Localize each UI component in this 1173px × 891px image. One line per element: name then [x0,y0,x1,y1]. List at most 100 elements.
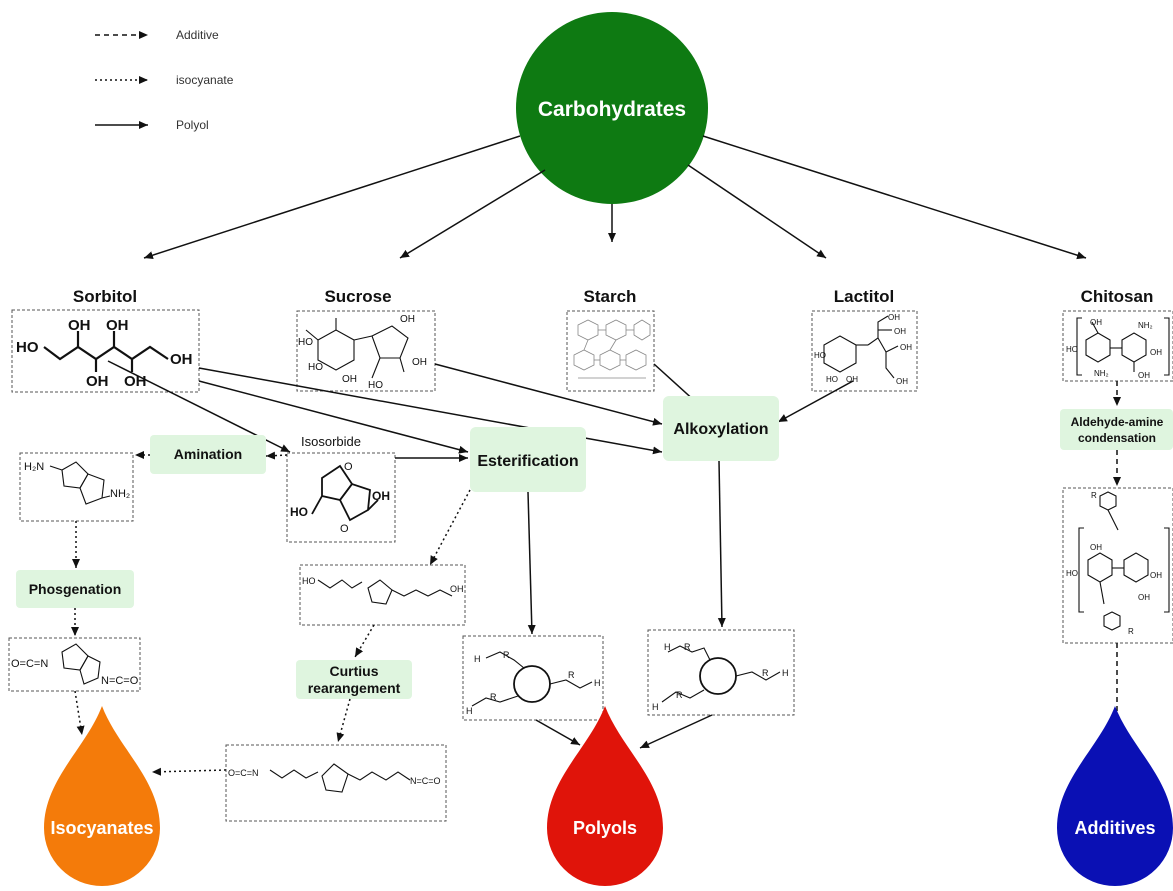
isosorbide-diisocyanate-nco-right: N=C=O [410,776,441,786]
arrow-esterification-to-ester-polyol [527,491,536,635]
lactitol-oh-4: OH [900,343,912,352]
sorbitol-oh-1: OH [68,317,91,334]
arrow-diisocyanate-to-isocyanates [74,690,85,736]
curtius-label-line1: Curtius [330,663,379,679]
arrow-isocyanate-to-isocyanates [151,767,227,776]
starch-structure [566,310,655,392]
ester-polyol-h-3: H [466,706,473,716]
sorbitol-box [11,309,200,393]
diacid-structure: HO OH [299,564,466,626]
sucrose-ho-1: HO [298,337,313,348]
isosorbide-o-2: O [340,523,349,535]
lactitol-oh-5: OH [896,377,908,386]
sucrose-oh-2: OH [400,314,415,325]
additives-label: Additives [1074,818,1155,838]
arrow-esterification-to-diacid [429,489,471,566]
schiff-base-oh-2: OH [1138,593,1150,602]
lactitol-oh-3: OH [894,327,906,336]
isosorbide-structure: HO OH O O [286,452,396,543]
chitosan-structure: OH HO NH₂ NH₂ OH OH [1062,310,1173,382]
ether-polyol-r-3: R [676,690,683,700]
ester-polyol-r-2: R [568,670,575,680]
aldehyde-condensation-line2: condensation [1078,431,1156,445]
sorbitol-oh-4: OH [124,373,147,390]
sucrose-label: Sucrose [324,287,391,306]
chitosan-nh2-2: NH₂ [1138,321,1153,330]
ester-polyol-h-1: H [474,654,481,664]
diacid-box [299,564,466,626]
lactitol-oh-2: OH [888,313,900,322]
additives-drop [1057,706,1173,886]
phosgenation-label: Phosgenation [29,581,122,597]
curtius-box [296,660,412,699]
isosorbide-o-1: O [344,461,353,473]
arrow-ester-polyol-to-polyols [535,719,581,746]
chitosan-oh-1: OH [1090,318,1102,327]
lactitol-ho-2: HO [826,375,838,384]
chitosan-ho-1: HO [1066,345,1078,354]
isosorbide-label: Isosorbide [301,434,361,449]
arrow-hub-to-sorbitol [143,135,521,260]
sucrose-ho-2: HO [308,362,323,373]
ether-polyol-box [647,629,795,716]
polyols-label: Polyols [573,818,637,838]
arrow-alkoxylation-to-ether-polyol [717,460,726,628]
arrow-diacid-to-curtius [354,624,375,658]
sucrose-oh-1: OH [342,374,357,385]
ester-polyol-r-3: R [490,692,497,702]
ether-polyol-structure: H R R H R H [647,629,795,716]
isosorbide-diisocyanate-structure: O=C=N N=C=O [225,744,447,822]
diamine-nh2: NH₂ [110,488,130,500]
chitosan-nh2-1: NH₂ [1094,369,1109,378]
schiff-base-r-2: R [1128,627,1134,636]
isosorbide-diisocyanate-nco-left: O=C=N [228,768,259,778]
arrow-hub-to-lactitol [687,164,827,259]
arrow-hub-to-sucrose [399,169,546,259]
ester-polyol-box [462,635,604,721]
amination-label: Amination [174,446,242,462]
chitosan-oh-2: OH [1138,371,1150,380]
isosorbide-diisocyanate-box [225,744,447,822]
arrow-sorbitol-to-esterification [198,380,469,454]
sorbitol-oh-3: OH [86,373,109,390]
aldehyde-condensation-box [1060,409,1173,450]
lactitol-oh-1: OH [846,375,858,384]
chitosan-label: Chitosan [1081,287,1154,306]
diisocyanate-nco-left: O=C=N [11,658,48,670]
ester-polyol-r-1: R [503,650,510,660]
schiff-base-ho-1: HO [1066,569,1078,578]
polyols-drop [547,706,663,886]
aldehyde-condensation-line1: Aldehyde-amine [1071,415,1164,429]
legend-polyol-label: Polyol [176,118,209,132]
ether-polyol-r-1: R [684,642,691,652]
phosgenation-box [16,570,134,608]
sucrose-structure: HO HO OH OH OH HO [296,310,436,392]
lactitol-label: Lactitol [834,287,894,306]
isocyanates-drop [44,706,160,886]
arrow-hub-to-chitosan [702,135,1087,260]
alkoxylation-box [663,396,779,461]
isosorbide-oh: OH [372,489,390,503]
sorbitol-structure: HO OH OH OH OH OH [11,309,200,393]
lactitol-structure: HO HO OH OH OH OH OH [811,310,918,392]
chitosan-box [1062,310,1173,382]
ester-polyol-h-2: H [594,678,601,688]
esterification-box [470,427,586,492]
sorbitol-oh-2: OH [106,317,129,334]
arrow-curtius-to-isocyanate [336,698,351,743]
arrow-sucrose-to-alkoxylation [434,363,663,426]
ether-polyol-r-2: R [762,668,769,678]
diamine-h2n: H₂N [24,461,44,473]
arrow-ether-polyol-to-polyols [639,714,713,749]
ester-polyol-structure: H R R H R H [462,635,604,721]
schiff-base-box [1062,487,1173,644]
diacid-oh: OH [450,584,464,594]
sorbitol-oh-right: OH [170,351,193,368]
amination-box [150,435,266,474]
lactitol-ho-1: HO [814,351,826,360]
chitosan-oh-3: OH [1150,348,1162,357]
schiff-base-r-1: R [1091,491,1097,500]
legend-additive-label: Additive [176,28,219,42]
ether-polyol-h-1: H [664,642,671,652]
isosorbide-ho: HO [290,505,308,519]
